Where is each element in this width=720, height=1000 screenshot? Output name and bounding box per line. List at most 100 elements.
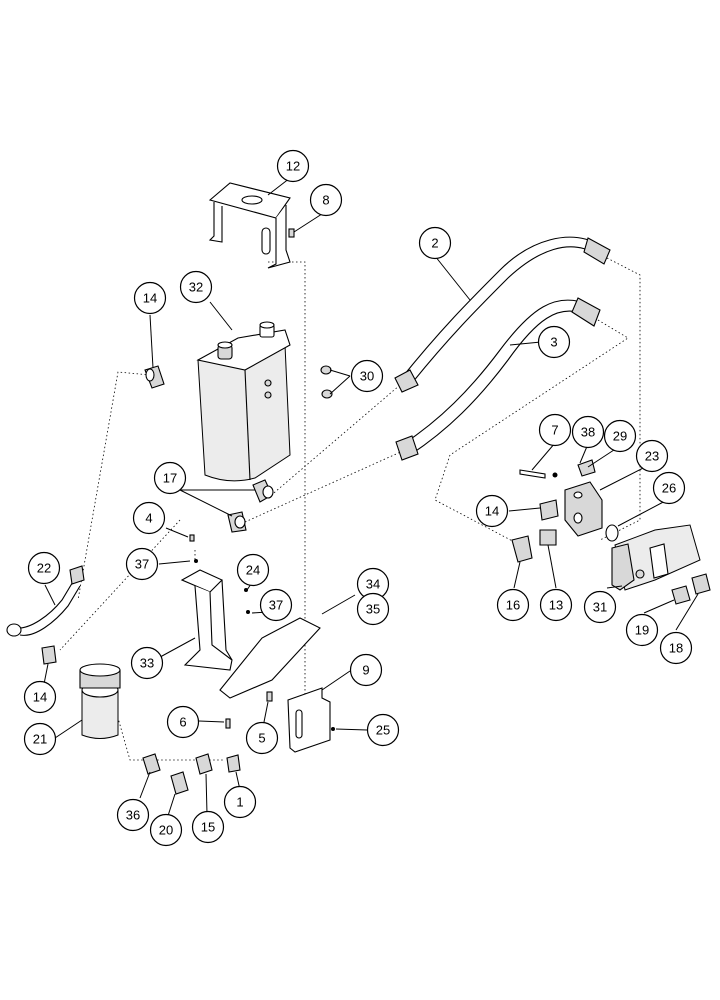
callout-label: 4	[145, 511, 152, 526]
callout-circle	[659, 631, 693, 665]
callout-c20: 20	[149, 813, 183, 847]
callout-label: 20	[159, 823, 173, 838]
callout-label: 35	[366, 602, 380, 617]
callout-c26: 26	[652, 471, 686, 505]
callout-c2: 2	[418, 226, 452, 260]
o-ring-26	[605, 524, 619, 542]
callout-c25: 25	[366, 713, 400, 747]
callout-circle	[539, 588, 573, 622]
callout-circle	[27, 551, 61, 585]
callout-c14c: 14	[475, 494, 509, 528]
callout-label: 1	[236, 795, 243, 810]
callout-c29: 29	[603, 419, 637, 453]
callout-label: 3	[550, 335, 557, 350]
callout-label: 9	[362, 663, 369, 678]
screw-6	[225, 718, 231, 729]
callout-c8: 8	[309, 183, 343, 217]
callout-circle	[133, 281, 167, 315]
callout-c37b: 37	[259, 588, 293, 622]
callout-circle	[223, 785, 257, 819]
callout-c19: 19	[625, 613, 659, 647]
callout-label: 29	[613, 429, 627, 444]
callout-circle	[245, 721, 279, 755]
callout-c24: 24	[236, 553, 270, 587]
callout-c32: 32	[179, 270, 213, 304]
callout-c38: 38	[571, 415, 605, 449]
washer-25	[331, 727, 335, 731]
callout-label: 36	[126, 808, 140, 823]
callout-label: 26	[662, 481, 676, 496]
callout-circle	[583, 590, 617, 624]
callout-label: 34	[366, 577, 380, 592]
callout-c37a: 37	[125, 547, 159, 581]
callout-label: 32	[189, 280, 203, 295]
callout-circle	[418, 226, 452, 260]
ball-38	[552, 472, 558, 478]
callout-circle	[130, 646, 164, 680]
washer-24	[244, 588, 248, 592]
callout-c22: 22	[27, 551, 61, 585]
callout-c35: 35	[356, 592, 390, 626]
callout-c7: 7	[538, 413, 572, 447]
callout-c6: 6	[166, 705, 200, 739]
fitting-19	[671, 585, 691, 605]
washer-37-b	[246, 610, 250, 614]
fitting-1	[226, 754, 241, 773]
callout-circle	[496, 588, 530, 622]
callout-label: 14	[485, 504, 499, 519]
callout-c12: 12	[276, 149, 310, 183]
callout-circle	[537, 325, 571, 359]
callout-c21: 21	[23, 722, 57, 756]
callout-c14a: 14	[133, 281, 167, 315]
bracket-33	[180, 569, 233, 671]
callout-c9: 9	[349, 653, 383, 687]
callout-circle	[309, 183, 343, 217]
routing-lines	[59, 257, 641, 761]
callout-circle	[259, 588, 293, 622]
bolt-7	[519, 469, 546, 479]
callout-circle	[125, 547, 159, 581]
filter-21	[79, 663, 121, 739]
callout-c1: 1	[223, 785, 257, 819]
screw-5	[266, 691, 273, 702]
fitting-36	[142, 753, 161, 775]
callout-label: 23	[645, 449, 659, 464]
fitting-14-right	[539, 499, 559, 521]
callout-c36: 36	[116, 798, 150, 832]
callout-c33: 33	[130, 646, 164, 680]
callout-circle	[153, 461, 187, 495]
callout-label: 25	[376, 723, 390, 738]
callout-label: 19	[635, 623, 649, 638]
elbows-17	[227, 479, 274, 533]
fitting-15	[195, 753, 213, 775]
callout-label: 8	[322, 193, 329, 208]
callout-label: 13	[549, 598, 563, 613]
callout-c23: 23	[635, 439, 669, 473]
callout-label: 22	[37, 561, 51, 576]
callout-circle	[349, 653, 383, 687]
pump-31	[611, 524, 701, 591]
callout-label: 17	[163, 471, 177, 486]
callout-circle	[603, 419, 637, 453]
callout-label: 37	[135, 557, 149, 572]
fitting-20	[170, 771, 189, 795]
callout-label: 38	[581, 425, 595, 440]
callout-label: 18	[669, 641, 683, 656]
hose-3	[395, 297, 601, 461]
callout-c16: 16	[496, 588, 530, 622]
callout-circle	[149, 813, 183, 847]
reservoir-tank-32	[196, 321, 291, 482]
callout-circle	[23, 680, 57, 714]
bracket-12	[208, 182, 291, 269]
hose-22	[6, 565, 85, 637]
callout-circle	[23, 722, 57, 756]
washer-37-a	[194, 559, 198, 563]
callout-c34: 34	[356, 567, 390, 601]
valve-block-23	[564, 481, 603, 537]
callout-circle	[116, 798, 150, 832]
callout-circle	[132, 501, 166, 535]
callout-balloons: 1234567891213141414151617181920212223242…	[23, 149, 693, 847]
callout-label: 14	[33, 690, 47, 705]
plate-34-35	[219, 617, 321, 699]
